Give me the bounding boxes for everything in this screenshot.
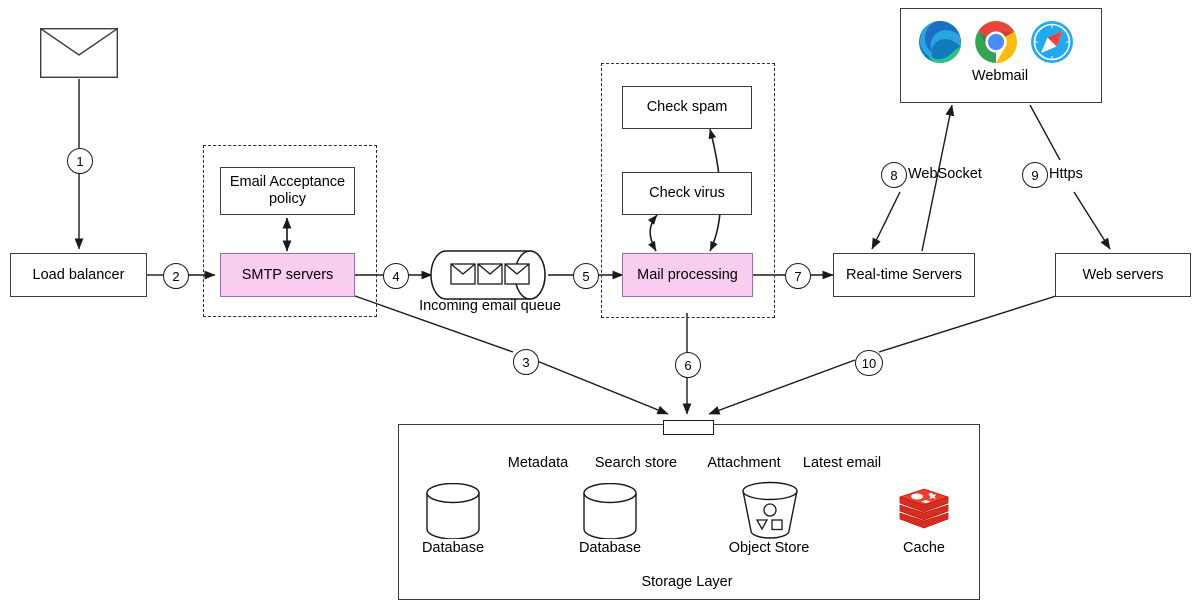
storage-layer-label: Storage Layer <box>641 574 733 590</box>
storage-link-label-attachment: Attachment <box>707 455 781 471</box>
step-badge-4: 4 <box>383 263 409 289</box>
storage-item-label-object-store: Object Store <box>728 540 810 556</box>
object-store-bucket-icon <box>740 481 800 539</box>
check-spam-label: Check spam <box>646 99 728 116</box>
storage-link-label-search-store: Search store <box>594 455 678 471</box>
check-virus-label: Check virus <box>649 185 725 202</box>
smtp-group-boundary <box>203 145 377 317</box>
chrome-browser-icon <box>974 20 1018 64</box>
edge-label-websocket: WebSocket <box>908 166 982 182</box>
web-servers-node[interactable]: Web servers <box>1055 253 1191 297</box>
incoming-mail-envelope-icon <box>39 27 118 78</box>
database-cylinder-icon <box>424 482 482 540</box>
email-acceptance-policy-node[interactable]: Email Acceptance policy <box>220 167 355 215</box>
realtime-servers-node[interactable]: Real-time Servers <box>833 253 975 297</box>
load-balancer-node[interactable]: Load balancer <box>10 253 147 297</box>
load-balancer-label: Load balancer <box>32 266 125 283</box>
step-badge-7: 7 <box>785 263 811 289</box>
storage-layer-container <box>398 424 980 600</box>
storage-link-label-latest-email: Latest email <box>802 455 882 471</box>
realtime-servers-label: Real-time Servers <box>845 266 963 283</box>
edge-label-https: Https <box>1049 166 1083 182</box>
step-badge-10: 10 <box>855 350 883 376</box>
mail-processing-node[interactable]: Mail processing <box>622 253 753 297</box>
step-badge-2: 2 <box>163 263 189 289</box>
database-cylinder-icon <box>581 482 639 540</box>
storage-item-label-cache: Cache <box>903 540 945 556</box>
step-badge-6: 6 <box>675 352 701 378</box>
step-badge-1: 1 <box>67 148 93 174</box>
storage-item-label-database-1: Database <box>421 540 485 556</box>
step-badge-3: 3 <box>513 349 539 375</box>
edge-browser-icon <box>918 20 962 64</box>
check-virus-node[interactable]: Check virus <box>622 172 752 215</box>
mail-processing-label: Mail processing <box>637 266 738 283</box>
email-acceptance-policy-label-line2: policy <box>268 191 307 207</box>
storage-item-label-database-2: Database <box>578 540 642 556</box>
safari-browser-icon <box>1030 20 1074 64</box>
webmail-label: Webmail <box>971 68 1029 84</box>
storage-hub-connector <box>663 420 714 435</box>
check-spam-node[interactable]: Check spam <box>622 86 752 129</box>
incoming-email-queue-caption: Incoming email queue <box>419 298 561 314</box>
step-badge-5: 5 <box>573 263 599 289</box>
redis-cache-icon <box>898 487 950 535</box>
step-badge-9: 9 <box>1022 162 1048 188</box>
storage-link-label-metadata: Metadata <box>507 455 569 471</box>
incoming-email-queue-icon[interactable] <box>430 250 550 300</box>
step-badge-8: 8 <box>881 162 907 188</box>
smtp-servers-node[interactable]: SMTP servers <box>220 253 355 297</box>
mail-processing-group-boundary <box>601 63 775 318</box>
email-acceptance-policy-label-line1: Email Acceptance <box>229 174 346 191</box>
smtp-servers-label: SMTP servers <box>241 266 334 283</box>
web-servers-label: Web servers <box>1082 266 1164 283</box>
